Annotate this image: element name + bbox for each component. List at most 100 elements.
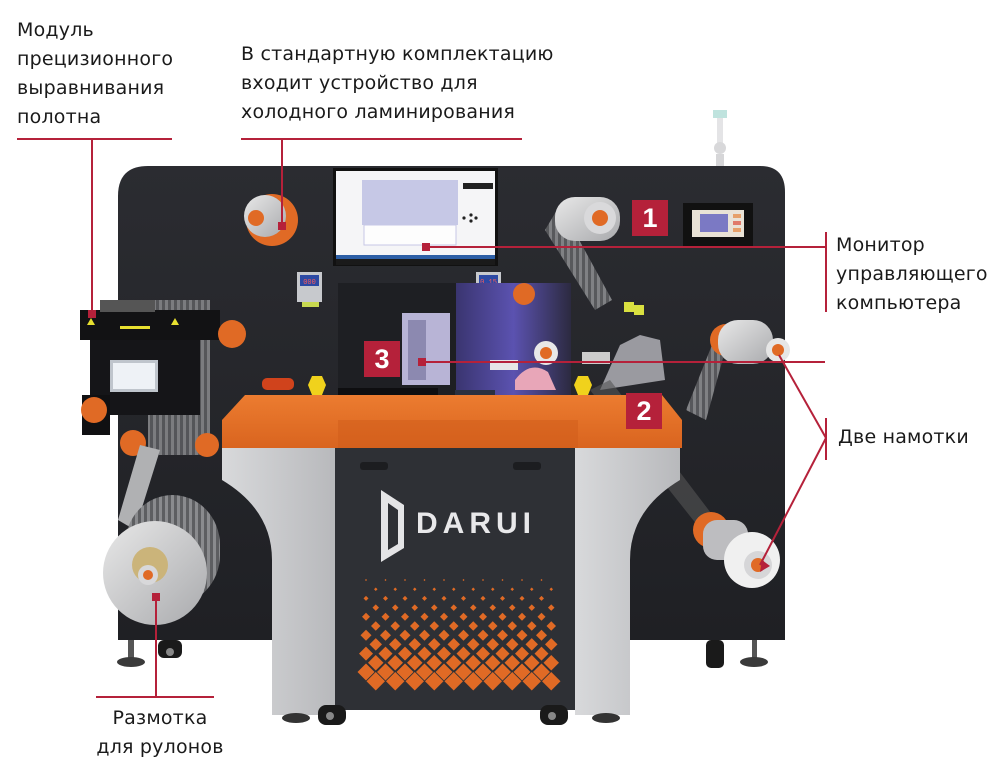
darui-logo-icon — [381, 490, 404, 562]
diamond-tile — [402, 595, 408, 601]
left-counter-display — [297, 272, 322, 307]
diamond-tile — [483, 671, 502, 691]
diamond-tile — [363, 595, 369, 601]
diamond-tile — [525, 638, 538, 651]
left-counter-value: 000 — [303, 279, 316, 287]
diamond-tile — [408, 638, 421, 651]
diamond-tile — [377, 663, 394, 681]
diamond-tile — [458, 629, 469, 641]
diamond-tile — [498, 612, 507, 621]
diamond-tile — [488, 621, 498, 631]
diamond-tile — [536, 629, 547, 641]
diamond-tile — [513, 663, 531, 681]
diamond-tile — [546, 621, 556, 631]
diamond-tile — [519, 595, 525, 601]
yellow-knob — [308, 376, 326, 395]
diamond-tile — [470, 604, 477, 611]
badge-1: 1 — [632, 200, 668, 236]
diamond-tile — [449, 621, 459, 631]
badge-3: 3 — [364, 341, 400, 377]
diamond-tile — [357, 663, 375, 681]
diamond-tile — [438, 629, 450, 641]
diamond-tile — [372, 604, 379, 611]
diamond-tile — [533, 663, 550, 681]
callout-cold-lamination: В стандартную комплектацию входит устрой… — [241, 43, 554, 123]
diamond-tile — [509, 604, 516, 611]
diamond-pattern — [357, 579, 561, 691]
right-cabinet — [575, 445, 680, 715]
diamond-tile — [360, 629, 372, 641]
diamond-tile — [359, 646, 373, 661]
diamond-tile — [515, 646, 529, 661]
print-unit — [338, 283, 571, 395]
diamond-tile — [474, 663, 492, 681]
diamond-tile — [423, 579, 426, 581]
diamond-tile — [534, 646, 549, 661]
brand-logo-text: DARUI — [416, 507, 536, 540]
diamond-tile — [504, 655, 520, 671]
mouse-pad — [455, 390, 495, 398]
callout-lines — [17, 138, 827, 698]
diamond-tile — [378, 646, 393, 661]
diamond-tile — [540, 579, 543, 581]
callout-markers — [88, 222, 770, 601]
cabinet-casters — [282, 705, 620, 725]
diamond-tile — [476, 646, 490, 661]
diamond-tile — [495, 646, 510, 661]
callout-two-rewinders: Две намотки — [838, 426, 969, 448]
diamond-tile — [518, 612, 526, 621]
diamond-tile — [441, 595, 447, 601]
unwind-roll — [103, 445, 220, 625]
diamond-tile — [537, 612, 546, 621]
left-cabinet — [222, 445, 335, 715]
diamond-tile — [497, 629, 508, 641]
diamond-tile — [530, 587, 534, 591]
diamond-tile — [521, 579, 523, 581]
diamond-tile — [410, 621, 420, 631]
diamond-tile — [464, 671, 483, 691]
diamond-tile — [494, 663, 511, 681]
diamond-tile — [528, 604, 535, 611]
diamond-tile — [522, 671, 541, 691]
diamond-tile — [452, 587, 456, 591]
keyboard — [338, 388, 438, 396]
diamond-tile — [393, 587, 397, 591]
diamond-tile — [392, 604, 399, 611]
diamond-tile — [456, 646, 471, 661]
diamond-tile — [482, 579, 484, 581]
diamond-tile — [362, 612, 370, 621]
diamond-tile — [390, 621, 400, 631]
diamond-tile — [503, 671, 522, 691]
diamond-tile — [389, 638, 402, 651]
diamond-tile — [399, 629, 411, 641]
control-monitor — [333, 168, 498, 266]
diamond-tile — [422, 595, 427, 601]
badge-2: 2 — [626, 393, 662, 429]
diamond-tile — [380, 629, 391, 641]
diamond-tile — [543, 655, 559, 671]
idler-roller — [513, 283, 535, 305]
diamond-tile — [462, 579, 465, 581]
diamond-tile — [401, 612, 409, 621]
diamond-tile — [446, 655, 462, 671]
lamination-roller — [244, 194, 298, 246]
diamond-tile — [440, 612, 448, 621]
diamond-tile — [404, 579, 406, 581]
diamond-tile — [419, 629, 430, 641]
left-feet — [117, 640, 182, 667]
diamond-tile — [459, 612, 468, 621]
diamond-tile — [506, 638, 519, 651]
diamond-tile — [471, 587, 475, 591]
diamond-tile — [479, 612, 487, 621]
diamond-tile — [443, 579, 445, 581]
diamond-tile — [413, 587, 417, 591]
diamond-tile — [387, 655, 403, 671]
diamond-tile — [428, 638, 441, 651]
diamond-tile — [507, 621, 517, 631]
diamond-tile — [461, 595, 466, 601]
diamond-tile — [527, 621, 537, 631]
diamond-tile — [371, 621, 381, 631]
diamond-tile — [486, 638, 499, 651]
diamond-tile — [425, 671, 444, 691]
top-right-roller — [545, 197, 620, 310]
